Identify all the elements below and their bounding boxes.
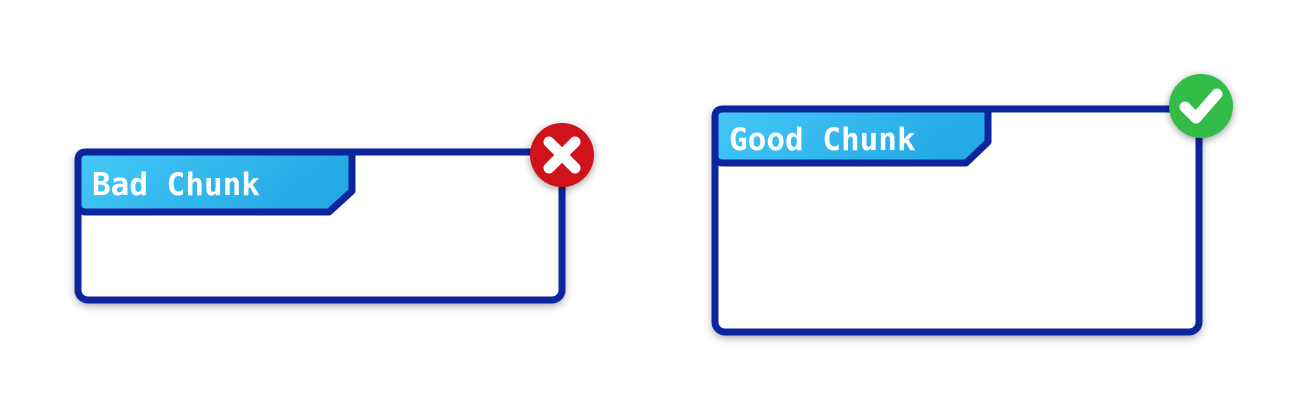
good-chunk-card xyxy=(711,105,1203,336)
bad-chunk-label: Bad Chunk xyxy=(92,167,260,203)
good-chunk-tab xyxy=(711,105,992,167)
x-icon xyxy=(543,136,581,174)
success-badge xyxy=(1169,74,1233,138)
bad-chunk-card xyxy=(74,148,566,304)
bad-chunk-tab xyxy=(74,148,356,216)
check-icon xyxy=(1179,88,1223,124)
error-badge xyxy=(530,123,594,187)
good-chunk-label: Good Chunk xyxy=(729,122,916,158)
